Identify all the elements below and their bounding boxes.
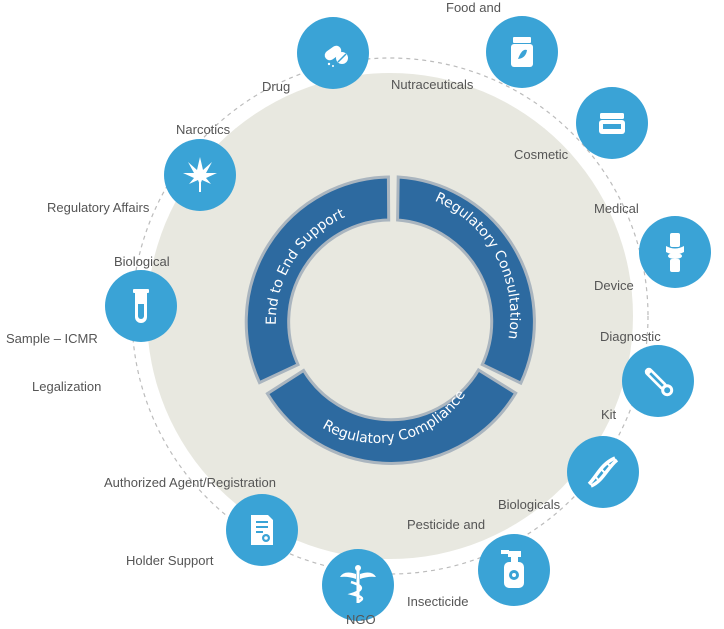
service-label: Device <box>594 278 634 293</box>
service-node-dna[interactable] <box>567 436 639 508</box>
service-node-spray-bottle[interactable] <box>478 534 550 606</box>
service-label: Food and <box>446 0 501 15</box>
hub-segment-regulatory-consultation[interactable] <box>396 175 536 386</box>
service-node-supplement-jar[interactable] <box>486 16 558 88</box>
service-label: Nutraceuticals <box>391 77 474 92</box>
capsule-pills-icon <box>324 45 348 67</box>
service-label: Biologicals <box>498 497 561 512</box>
certificate-icon <box>251 515 273 545</box>
service-label: Diagnostic <box>600 329 661 344</box>
service-node-cannabis-leaf[interactable] <box>164 139 236 211</box>
service-label: Drug <box>262 79 291 94</box>
service-label: Narcotics <box>176 122 231 137</box>
test-tube-icon <box>133 289 149 323</box>
service-label: Medical <box>594 201 639 216</box>
supplement-jar-icon <box>511 37 533 67</box>
service-node-knee-joint[interactable] <box>639 216 711 288</box>
hub-segment-regulatory-compliance[interactable] <box>265 367 518 465</box>
cosmetic-cream-icon <box>599 113 625 134</box>
hub-segment-end-to-end-support[interactable] <box>244 175 391 385</box>
service-label: Biological <box>114 254 170 269</box>
service-label: Legalization <box>32 379 102 394</box>
service-label: Authorized Agent/Registration <box>104 475 276 490</box>
service-label: NGO <box>346 612 376 627</box>
service-node-cosmetic-cream[interactable] <box>576 87 648 159</box>
service-node-test-tube[interactable] <box>105 270 177 342</box>
service-label: Pesticide and <box>407 517 486 532</box>
caduceus-icon <box>340 565 376 604</box>
service-label: Sample – ICMR <box>6 331 98 346</box>
service-label: Insecticide <box>407 594 469 609</box>
dna-icon <box>587 456 619 488</box>
knee-joint-icon <box>666 233 684 272</box>
thermometer-icon <box>644 367 674 397</box>
spray-bottle-icon <box>501 550 524 588</box>
cannabis-leaf-icon <box>183 157 217 192</box>
service-label: Kit <box>601 407 617 422</box>
service-label: Cosmetic <box>514 147 569 162</box>
service-node-capsule-pills[interactable] <box>297 17 369 89</box>
service-node-thermometer[interactable] <box>622 345 694 417</box>
background-disc <box>147 73 633 559</box>
service-node-caduceus[interactable] <box>322 549 394 621</box>
service-label: Regulatory Affairs <box>47 200 150 215</box>
service-label: Holder Support <box>126 553 214 568</box>
service-node-certificate[interactable] <box>226 494 298 566</box>
service-nodes <box>105 16 711 621</box>
